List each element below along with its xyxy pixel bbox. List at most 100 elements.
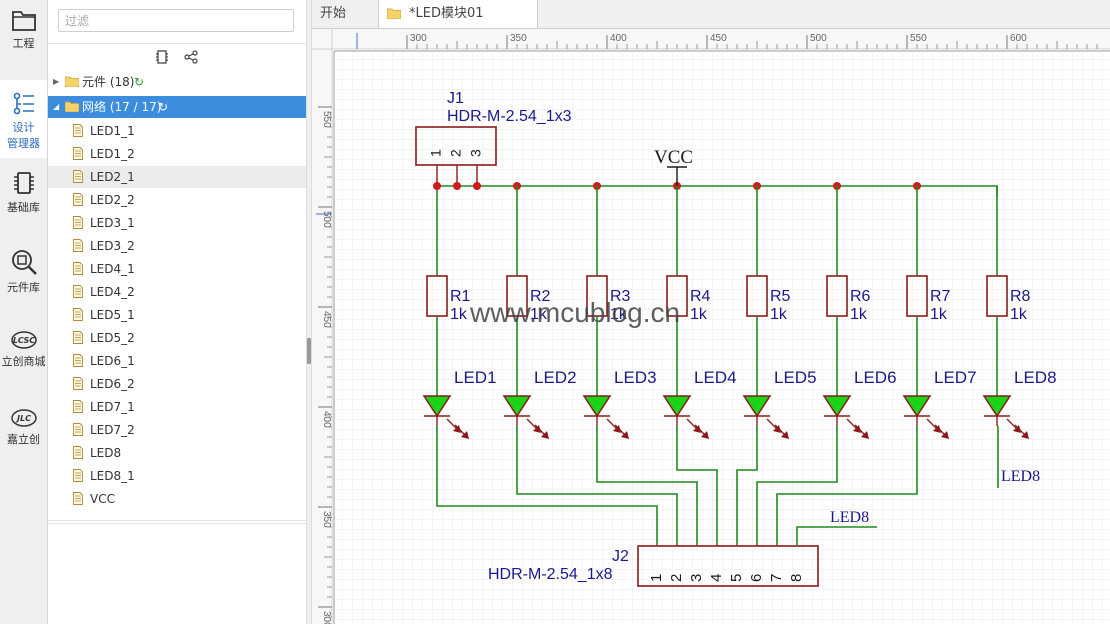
- net-document-icon: [73, 446, 83, 459]
- led-light-arrowhead: [621, 431, 629, 439]
- ruler-label: 400: [321, 411, 332, 428]
- toolbar-label: 基础库: [7, 201, 40, 214]
- ruler-label: 550: [321, 111, 332, 128]
- net-item[interactable]: LED6_1: [48, 350, 306, 372]
- ruler-label: 450: [710, 33, 727, 44]
- net-item[interactable]: LED3_2: [48, 235, 306, 257]
- toolbar-label: 嘉立创: [7, 433, 40, 446]
- panel-toolbar: [48, 43, 306, 70]
- vcc-label: VCC: [654, 147, 693, 168]
- wire: [736, 426, 758, 546]
- net-item[interactable]: LED8_1: [48, 465, 306, 487]
- refresh-icon[interactable]: ↻: [134, 75, 145, 89]
- resistor-value: 1k: [450, 306, 468, 323]
- net-item[interactable]: LED2_1: [48, 166, 306, 188]
- tree-group-nets[interactable]: ◢ 网络 (17 / 17) ↻: [48, 96, 306, 118]
- wire: [756, 426, 838, 546]
- refresh-icon[interactable]: ↻: [158, 100, 169, 114]
- vertical-ruler: [312, 29, 332, 624]
- net-item[interactable]: LED7_1: [48, 396, 306, 418]
- component-view-icon[interactable]: [156, 50, 168, 64]
- resistor-value: 1k: [930, 306, 948, 323]
- net-item[interactable]: LED8: [48, 442, 306, 464]
- net-label-led8[interactable]: LED8: [1001, 468, 1040, 485]
- net-item[interactable]: LED6_2: [48, 373, 306, 395]
- net-label: LED1_2: [90, 147, 135, 161]
- net-label: LED6_1: [90, 354, 135, 368]
- tab-led-module[interactable]: *LED模块01: [378, 0, 538, 28]
- net-item[interactable]: VCC: [48, 488, 306, 510]
- net-item[interactable]: LED1_2: [48, 143, 306, 165]
- net-label-led8[interactable]: LED8: [830, 509, 869, 526]
- net-view-icon[interactable]: [184, 50, 198, 64]
- ruler-label: 450: [321, 311, 332, 328]
- net-item[interactable]: LED2_2: [48, 189, 306, 211]
- collapse-arrow-icon[interactable]: ◢: [53, 102, 60, 111]
- j1-value: HDR-M-2.54_1x3: [447, 108, 572, 125]
- net-label: LED3_1: [90, 216, 135, 230]
- panel-splitter[interactable]: [306, 0, 312, 624]
- led-ref: LED5: [774, 368, 817, 387]
- resistor-ref: R3: [610, 288, 631, 305]
- led-light-arrowhead: [861, 431, 869, 439]
- filter-input[interactable]: [58, 9, 294, 32]
- net-item[interactable]: LED1_1: [48, 120, 306, 142]
- svg-text:LCSC: LCSC: [12, 336, 34, 345]
- toolbar-design-manager-button[interactable]: 设计 管理器: [0, 80, 47, 158]
- vcc-power-symbol[interactable]: VCC: [654, 147, 693, 186]
- svg-text:JLC: JLC: [15, 414, 31, 423]
- led-body: [422, 395, 452, 418]
- net-document-icon: [73, 423, 83, 436]
- led-light-arrowhead: [1021, 431, 1029, 439]
- led-light-arrowhead: [941, 431, 949, 439]
- resistor-value: 1k: [610, 306, 628, 323]
- net-item[interactable]: LED5_1: [48, 304, 306, 326]
- j2-pin-label: 4: [708, 574, 725, 582]
- led-body: [662, 395, 692, 418]
- net-item[interactable]: LED4_1: [48, 258, 306, 280]
- tree-group-label: 网络 (17 / 17): [82, 100, 162, 114]
- net-label: LED2_2: [90, 193, 135, 207]
- toolbar-jlc-button[interactable]: JLC 嘉立创: [0, 408, 47, 458]
- toolbar-project-button[interactable]: 工程: [0, 8, 47, 63]
- horizontal-ruler: [312, 29, 1110, 49]
- j1-pin-label: 1: [428, 149, 444, 157]
- j2-pin-label: 1: [648, 574, 665, 582]
- wire: [676, 426, 718, 546]
- net-item[interactable]: LED7_2: [48, 419, 306, 441]
- toolbar-basic-library-button[interactable]: 基础库: [0, 170, 47, 220]
- net-label: LED5_2: [90, 331, 135, 345]
- toolbar-component-library-button[interactable]: 元件库: [0, 248, 47, 298]
- ruler-label: 350: [321, 511, 332, 528]
- expand-arrow-icon[interactable]: ▶: [53, 77, 60, 86]
- toolbar-lcsc-mall-button[interactable]: LCSC 立创商城: [0, 330, 47, 380]
- net-label: LED4_2: [90, 285, 135, 299]
- net-document-icon: [73, 469, 83, 482]
- j2-pin8-wire: [796, 526, 877, 546]
- net-label: LED5_1: [90, 308, 135, 322]
- net-item[interactable]: LED3_1: [48, 212, 306, 234]
- led-body: [982, 395, 1012, 418]
- net-label: LED8_1: [90, 469, 135, 483]
- tree-group-components[interactable]: ▶ 元件 (18) ↻: [48, 71, 306, 93]
- led-body: [742, 395, 772, 418]
- lcsc-logo-icon: LCSC: [10, 331, 37, 349]
- collapse-handle[interactable]: [307, 338, 311, 364]
- net-item[interactable]: LED4_2: [48, 281, 306, 303]
- led-light-arrowhead: [933, 425, 941, 433]
- net-document-icon: [73, 308, 83, 321]
- net-item[interactable]: LED5_2: [48, 327, 306, 349]
- led-ref: LED6: [854, 368, 897, 387]
- ruler-label: 550: [910, 33, 927, 44]
- wire: [596, 426, 698, 546]
- tab-start[interactable]: 开始: [312, 0, 378, 28]
- toolbar-label: 管理器: [7, 137, 40, 150]
- resistor-value: 1k: [1010, 306, 1028, 323]
- component-search-icon: [11, 250, 37, 275]
